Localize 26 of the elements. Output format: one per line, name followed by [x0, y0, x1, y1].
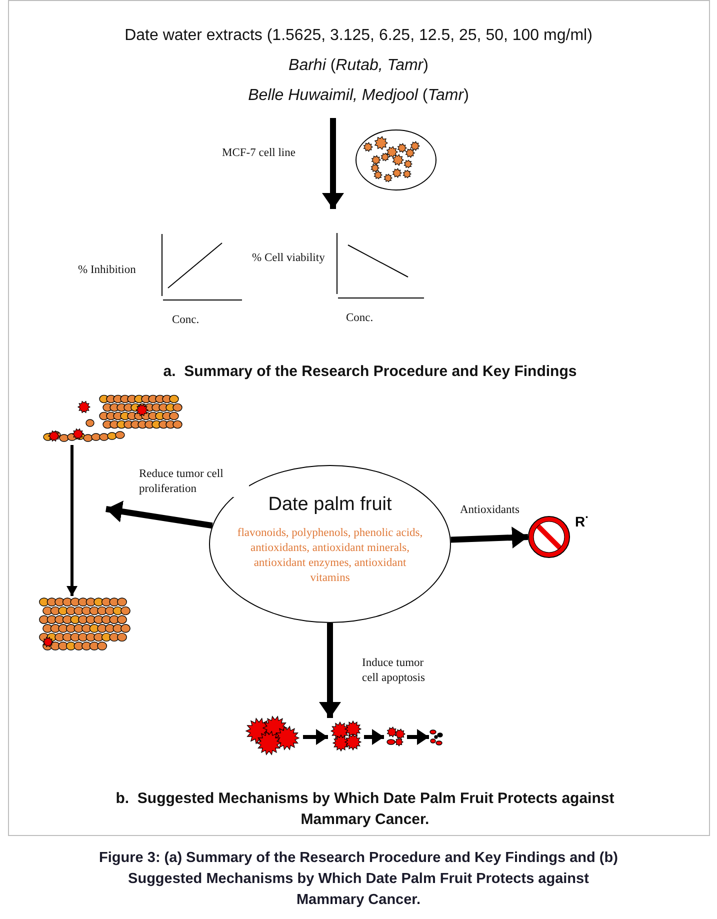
heading-text: Date water extracts (1.5625, 3.125, 6.25, 12.5, 25, 50, 100 mg/ml): [124, 26, 594, 46]
section-heading: b. Suggested Mechanisms by Which Date Palm Fruit Protects against Mammary Cancer.: [114, 789, 616, 830]
arrow: [66, 445, 78, 596]
heading-text: Barhi (Rutab, Tamr): [288, 56, 430, 76]
arrow: [322, 118, 344, 209]
arrow: [303, 729, 328, 745]
edge-label: Reduce tumor cell proliferation: [139, 467, 249, 497]
no-symbol-icon: [528, 516, 570, 558]
arrow: [450, 526, 528, 549]
arrow: [364, 729, 384, 745]
radical-symbol-text: R$^{·}$: [575, 511, 590, 530]
axis-label: Conc.: [346, 312, 374, 324]
axis-label: Conc.: [172, 314, 200, 326]
axis-label: % Cell viability: [252, 252, 325, 264]
axis-label: % Inhibition: [78, 264, 136, 276]
cell-fragments-drawing: [384, 725, 407, 749]
cell-fragments-drawing: [429, 728, 444, 747]
arrow: [319, 623, 341, 718]
cell-cluster-drawing: [328, 718, 364, 754]
figure-caption: Figure 3: (a) Summary of the Research Procedure and Key Findings and (b) Suggested Mechanisms by Which Date Palm Fruit Protects against Mammary Cancer.: [98, 849, 619, 910]
arrow: [407, 729, 429, 745]
section-heading: a. Summary of the Research Procedure and Key Findings: [162, 363, 578, 380]
heading-text: Belle Huwaimil, Medjool (Tamr): [247, 86, 470, 106]
node-text: flavonoids, polyphenols, phenolic acids, antioxidants, antioxidant minerals, antioxidant enzymes, antioxidant vitamins: [236, 526, 424, 586]
node-title: Date palm fruit: [268, 494, 392, 516]
arrow: [106, 500, 213, 529]
